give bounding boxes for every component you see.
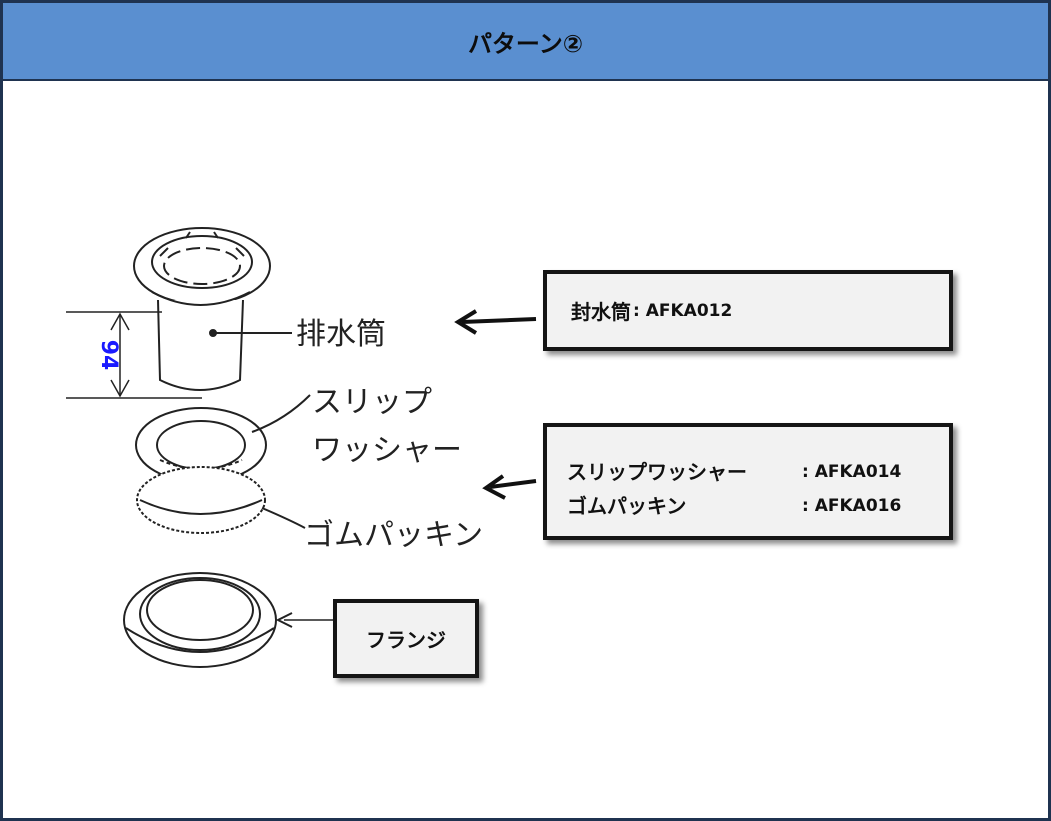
label-drain-tube: 排水筒 <box>296 317 386 352</box>
rubber-packing-ring <box>136 466 266 534</box>
seal-tube-name: 封水筒 <box>571 300 631 324</box>
drain-tube-rim-inner <box>151 235 253 289</box>
flange-inner <box>146 579 254 641</box>
drain-tube-body <box>157 299 244 391</box>
drain-tube-notches <box>159 231 245 257</box>
rubber-packing-code: : AFKA016 <box>802 496 902 516</box>
rubber-packing-leader <box>261 507 306 529</box>
slip-washer-leader <box>251 394 311 433</box>
seal-tube-code: : AFKA012 <box>633 300 733 321</box>
label-slip-washer-1: スリップ <box>312 385 432 420</box>
flange-name: フランジ <box>366 628 446 652</box>
slip-washer-row: スリップワッシャー : AFKA014 <box>567 455 949 489</box>
rubber-packing-name: ゴムパッキン <box>567 494 687 518</box>
callout-slip-washer-packing: スリップワッシャー : AFKA014 ゴムパッキン : AFKA016 <box>543 423 953 540</box>
drain-tube-rim-hole <box>163 247 241 285</box>
flange-mid <box>139 577 261 651</box>
callout-flange: フランジ <box>333 599 479 678</box>
dimension-value: 94 <box>96 340 121 371</box>
label-rubber-packing: ゴムパッキン <box>304 518 483 553</box>
slip-washer-name: スリップワッシャー <box>567 460 747 484</box>
arrow-to-slip-washer <box>489 479 537 489</box>
slip-washer-code: : AFKA014 <box>802 462 902 482</box>
rubber-packing-row: ゴムパッキン : AFKA016 <box>567 489 949 523</box>
label-slip-washer-2: ワッシャー <box>312 433 462 468</box>
page-title: パターン② <box>3 3 1048 81</box>
callout-seal-tube: 封水筒 : AFKA012 <box>543 270 953 351</box>
dimension-marker <box>66 311 202 399</box>
arrow-to-seal-tube <box>461 317 537 324</box>
